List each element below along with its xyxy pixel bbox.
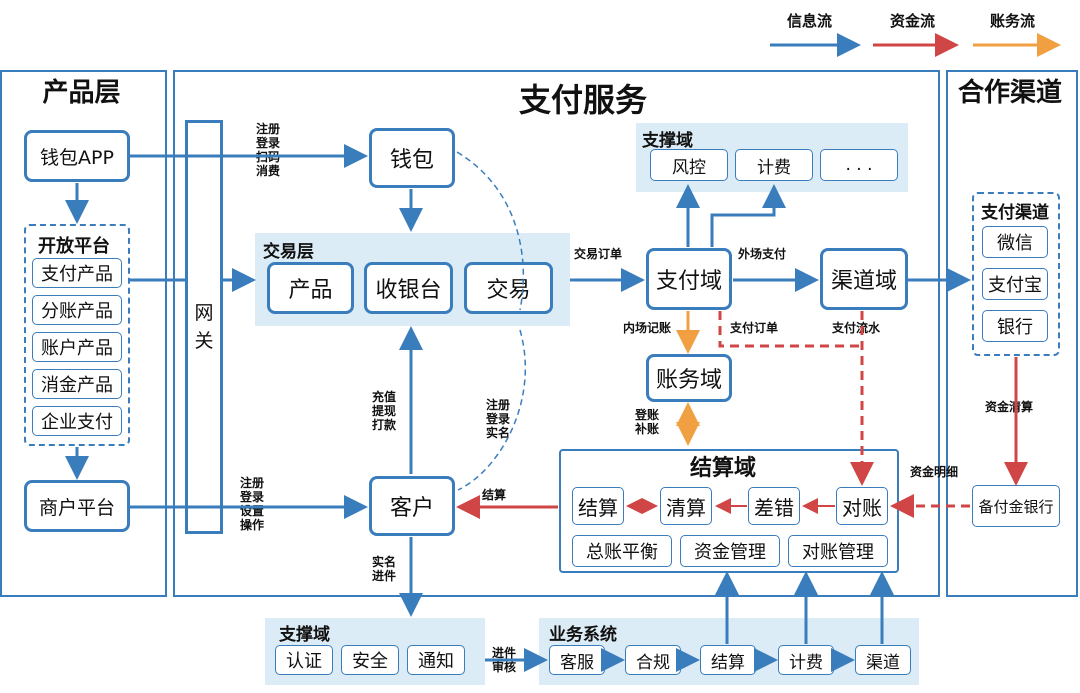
business-system-title: 业务系统 [549, 625, 617, 645]
compliance-box: 合规 [625, 645, 681, 675]
legend-funds-label: 资金流 [890, 12, 936, 30]
account-product-box: 账户产品 [32, 332, 122, 362]
realname-label: 实名 进件 [372, 555, 397, 583]
bank-box: 银行 [982, 310, 1048, 342]
account-domain-box: 账务域 [646, 354, 732, 402]
risk-control-box: 风控 [650, 149, 728, 181]
legend-info-label: 信息流 [787, 12, 833, 30]
biz-settle-box: 结算 [700, 645, 756, 675]
pay-order-label: 支付订单 [730, 321, 779, 335]
error-box: 差错 [748, 487, 800, 525]
trade-layer-title: 交易层 [263, 242, 314, 262]
merchant-platform-box: 商户平台 [24, 480, 130, 532]
auth-box: 认证 [275, 645, 333, 675]
consumer-finance-box: 消金产品 [32, 369, 122, 399]
enterprise-pay-box: 企业支付 [32, 406, 122, 436]
external-pay-label: 外场支付 [738, 247, 787, 261]
split-product-box: 分账产品 [32, 295, 122, 325]
wechat-box: 微信 [982, 226, 1048, 258]
cashier-box: 收银台 [364, 262, 453, 314]
biz-channel-box: 渠道 [855, 645, 911, 675]
fund-management-box: 资金管理 [680, 535, 780, 567]
partner-title: 合作渠道 [957, 78, 1062, 108]
reconcile-management-box: 对账管理 [788, 535, 888, 567]
internal-book-label: 内场记账 [623, 321, 672, 335]
pay-product-box: 支付产品 [32, 258, 122, 288]
wallet-box: 钱包 [369, 128, 455, 188]
open-platform-title: 开放平台 [38, 236, 110, 257]
ledger-balance-box: 总账平衡 [572, 535, 672, 567]
reserve-bank-box: 备付金银行 [972, 485, 1060, 527]
settlement-title: 结算域 [690, 456, 757, 481]
bottom-support-title: 支撑域 [279, 625, 330, 645]
settle-box: 结算 [572, 487, 624, 525]
security-box: 安全 [341, 645, 399, 675]
alipay-box: 支付宝 [982, 268, 1048, 300]
settle-label: 结算 [482, 488, 507, 502]
wallet-app-box: 钱包APP [24, 130, 130, 182]
legend-accounting-label: 账务流 [990, 12, 1036, 30]
fund-clear-label: 资金清算 [985, 400, 1034, 414]
pay-channels-title: 支付渠道 [981, 203, 1049, 223]
trade-box: 交易 [464, 262, 553, 314]
register-label: 注册 登录 实名 [486, 398, 511, 440]
product-layer-title: 产品层 [42, 78, 121, 108]
reconcile-box: 对账 [836, 487, 888, 525]
billing-box: 计费 [735, 149, 813, 181]
service-box: 客服 [549, 645, 605, 675]
product-box: 产品 [267, 262, 354, 314]
gateway-box: 网 关 [185, 120, 223, 534]
open-platform-group [24, 224, 130, 446]
notify-box: 通知 [407, 645, 465, 675]
pay-channels-group [972, 192, 1060, 356]
fund-detail-label: 资金明细 [910, 465, 959, 479]
book-fix-label: 登账 补账 [635, 408, 660, 436]
recharge-label: 充值 提现 打款 [372, 390, 397, 432]
more-box: . . . [820, 149, 898, 181]
support-top-title: 支撑域 [642, 131, 693, 151]
merchant-ops-label: 注册 登录 设置 操作 [240, 476, 265, 532]
pay-flow-label: 支付流水 [832, 321, 881, 335]
customer-box: 客户 [369, 476, 455, 536]
channel-domain-box: 渠道域 [820, 248, 908, 310]
trade-order-label: 交易订单 [574, 247, 623, 261]
payment-service-title: 支付服务 [518, 81, 647, 119]
onboard-label: 进件 审核 [492, 646, 517, 674]
clearing-box: 清算 [660, 487, 712, 525]
pay-domain-box: 支付域 [646, 248, 732, 310]
